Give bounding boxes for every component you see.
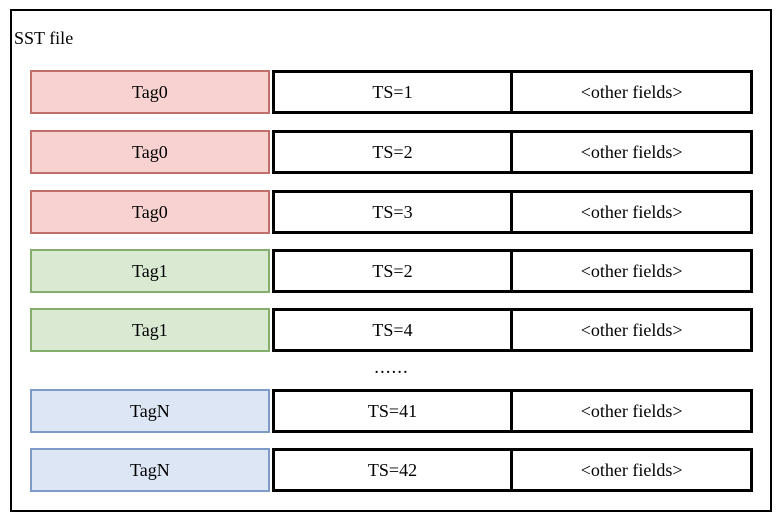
row-tag-cell: Tag0 xyxy=(30,130,270,174)
row-other-fields-cell: <other fields> xyxy=(510,190,754,234)
row-timestamp-cell: TS=3 xyxy=(271,190,514,234)
row-other-fields-cell: <other fields> xyxy=(510,389,754,433)
row-tag-cell: Tag1 xyxy=(30,308,270,352)
row-timestamp-cell: TS=42 xyxy=(271,448,514,492)
table-row: Tag1 TS=4 <other fields> xyxy=(30,308,754,352)
table-row: Tag1 TS=2 <other fields> xyxy=(30,249,754,293)
row-other-fields-cell: <other fields> xyxy=(510,130,754,174)
ellipsis-separator: ...... xyxy=(374,357,409,378)
row-timestamp-cell: TS=41 xyxy=(271,389,514,433)
row-tag-cell: Tag1 xyxy=(30,249,270,293)
table-row: TagN TS=41 <other fields> xyxy=(30,389,754,433)
row-timestamp-cell: TS=4 xyxy=(271,308,514,352)
table-row: Tag0 TS=3 <other fields> xyxy=(30,190,754,234)
table-row: Tag0 TS=2 <other fields> xyxy=(30,130,754,174)
table-row: TagN TS=42 <other fields> xyxy=(30,448,754,492)
sst-file-title: SST file xyxy=(14,28,74,48)
row-other-fields-cell: <other fields> xyxy=(510,249,754,293)
row-tag-cell: TagN xyxy=(30,448,270,492)
table-row: Tag0 TS=1 <other fields> xyxy=(30,70,754,114)
row-other-fields-cell: <other fields> xyxy=(510,448,754,492)
row-timestamp-cell: TS=2 xyxy=(271,249,514,293)
row-tag-cell: Tag0 xyxy=(30,190,270,234)
row-timestamp-cell: TS=2 xyxy=(271,130,514,174)
row-other-fields-cell: <other fields> xyxy=(510,308,754,352)
row-tag-cell: TagN xyxy=(30,389,270,433)
row-tag-cell: Tag0 xyxy=(30,70,270,114)
row-timestamp-cell: TS=1 xyxy=(271,70,514,114)
row-other-fields-cell: <other fields> xyxy=(510,70,754,114)
